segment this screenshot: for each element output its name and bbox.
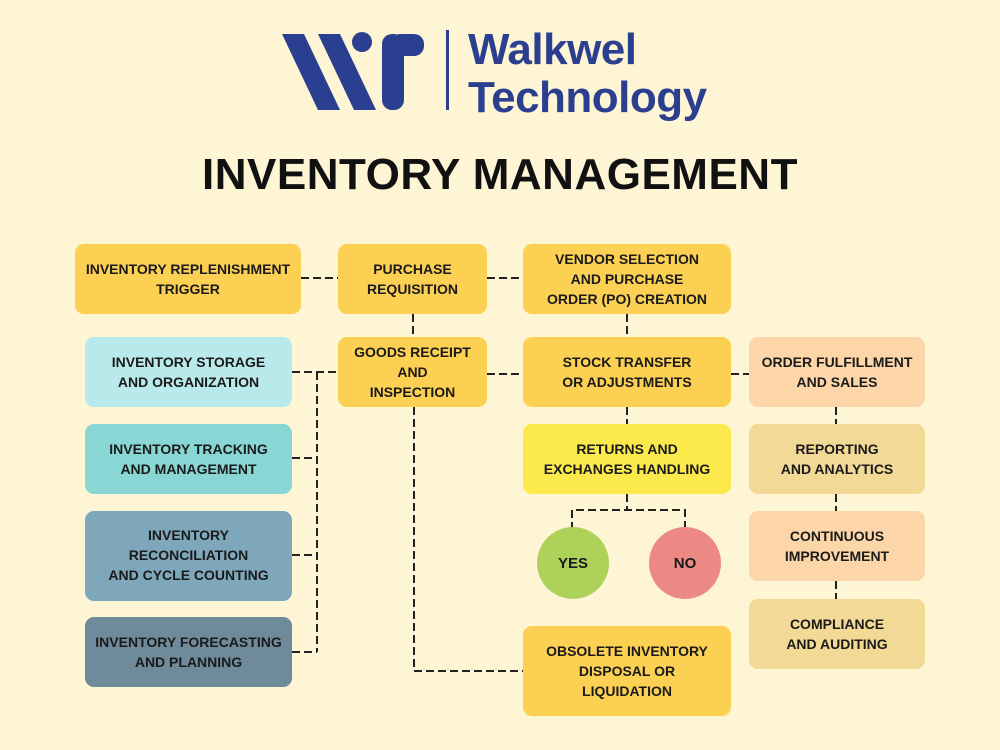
node-inventory-forecasting: INVENTORY FORECASTING AND PLANNING <box>85 617 292 687</box>
node-order-fulfillment: ORDER FULFILLMENT AND SALES <box>749 337 925 407</box>
brand-name-line-1: Walkwel <box>468 25 637 74</box>
connector-receipt-obsolete <box>413 407 523 672</box>
node-vendor-selection: VENDOR SELECTION AND PURCHASE ORDER (PO)… <box>523 244 731 314</box>
brand-logo: Walkwel Technology <box>0 0 1000 130</box>
node-obsolete-inventory: OBSOLETE INVENTORY DISPOSAL OR LIQUIDATI… <box>523 626 731 716</box>
brand-name-line-2: Technology <box>468 73 707 122</box>
node-stock-transfer: STOCK TRANSFER OR ADJUSTMENTS <box>523 337 731 407</box>
node-purchase-requisition: PURCHASE REQUISITION <box>338 244 487 314</box>
logo-divider <box>446 30 449 110</box>
node-reporting-analytics: REPORTING AND ANALYTICS <box>749 424 925 494</box>
page-title: INVENTORY MANAGEMENT <box>202 150 798 199</box>
node-returns-exchanges: RETURNS AND EXCHANGES HANDLING <box>523 424 731 494</box>
node-goods-receipt: GOODS RECEIPT AND INSPECTION <box>338 337 487 407</box>
node-inventory-replenishment-trigger: INVENTORY REPLENISHMENT TRIGGER <box>75 244 301 314</box>
walkwel-logo-icon <box>282 32 424 110</box>
node-inventory-reconciliation: INVENTORY RECONCILIATION AND CYCLE COUNT… <box>85 511 292 601</box>
node-compliance-auditing: COMPLIANCE AND AUDITING <box>749 599 925 669</box>
node-inventory-storage: INVENTORY STORAGE AND ORGANIZATION <box>85 337 292 407</box>
node-no: NO <box>649 527 721 599</box>
node-inventory-tracking: INVENTORY TRACKING AND MANAGEMENT <box>85 424 292 494</box>
node-continuous-improvement: CONTINUOUS IMPROVEMENT <box>749 511 925 581</box>
node-yes: YES <box>537 527 609 599</box>
connector-returns-yes-no <box>571 509 686 530</box>
